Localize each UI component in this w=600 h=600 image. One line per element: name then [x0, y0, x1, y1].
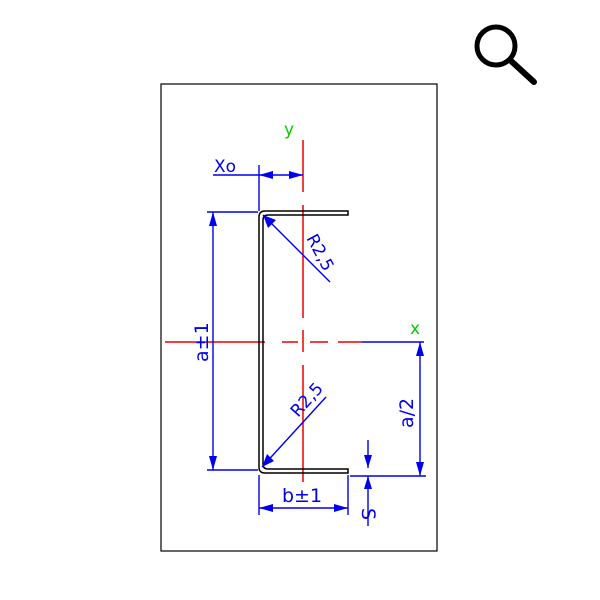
- drawing-frame: [160, 83, 438, 552]
- half-height-label: a/2: [396, 398, 418, 428]
- radius-bottom-label: R2,5: [287, 379, 328, 421]
- axis-x-label: x: [410, 319, 420, 339]
- radius-bottom-leader: [261, 396, 327, 468]
- channel-profile: [258, 210, 349, 474]
- dimension-lines: [207, 165, 426, 526]
- width-label: b±1: [282, 485, 322, 507]
- arrowheads: [209, 171, 424, 512]
- x0-label: Xo: [214, 157, 236, 177]
- height-label: a±1: [191, 322, 213, 362]
- radius-top-leader: [262, 214, 331, 283]
- center-lines: [165, 140, 362, 482]
- zoom-button[interactable]: [470, 22, 542, 88]
- magnifier-icon: [474, 24, 537, 85]
- radius-top-label: R2,5: [302, 231, 338, 275]
- axis-y-label: y: [284, 120, 294, 140]
- thickness-label: S: [357, 508, 379, 520]
